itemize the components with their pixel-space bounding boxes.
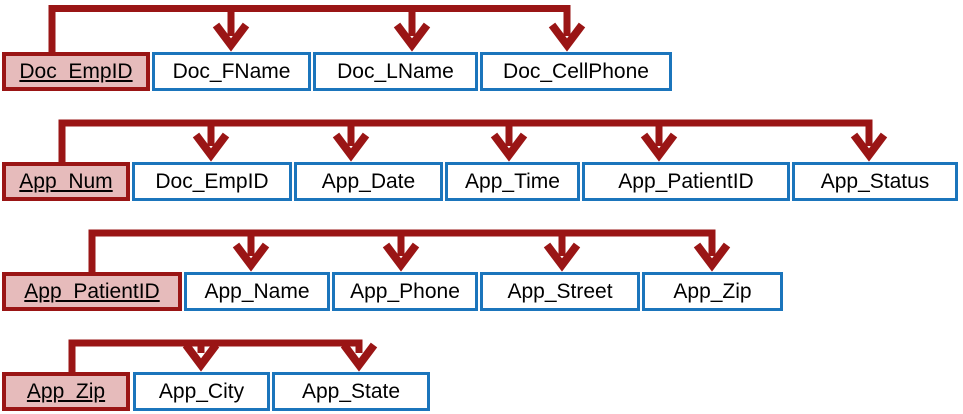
attr-box-doc-empid: Doc_EmpID <box>132 162 292 201</box>
attr-box-app-date: App_Date <box>294 162 443 201</box>
key-box-app-num: App_Num <box>2 162 130 201</box>
key-box-app-zip: App_Zip <box>2 372 130 411</box>
key-box-app-patientid: App_PatientID <box>2 272 182 311</box>
attr-box-app-time: App_Time <box>445 162 580 201</box>
attr-box-app-phone: App_Phone <box>332 272 478 311</box>
dependency-arrow-row4 <box>68 339 378 373</box>
attr-box-app-patientid: App_PatientID <box>582 162 790 201</box>
key-box-doc-empid: Doc_EmpID <box>2 52 150 91</box>
attr-box-app-name: App_Name <box>184 272 330 311</box>
attr-box-app-state: App_State <box>272 372 430 411</box>
dependency-arrow-row1 <box>48 5 586 53</box>
dependency-arrow-row3 <box>88 229 731 273</box>
dependency-arrow-row2 <box>58 119 888 163</box>
attr-box-doc-fname: Doc_FName <box>152 52 311 91</box>
attr-box-doc-cellphone: Doc_CellPhone <box>480 52 672 91</box>
attr-box-app-status: App_Status <box>792 162 958 201</box>
attr-box-app-city: App_City <box>133 372 270 411</box>
attr-box-app-street: App_Street <box>480 272 640 311</box>
attr-box-app-zip: App_Zip <box>642 272 783 311</box>
attr-box-doc-lname: Doc_LName <box>313 52 478 91</box>
